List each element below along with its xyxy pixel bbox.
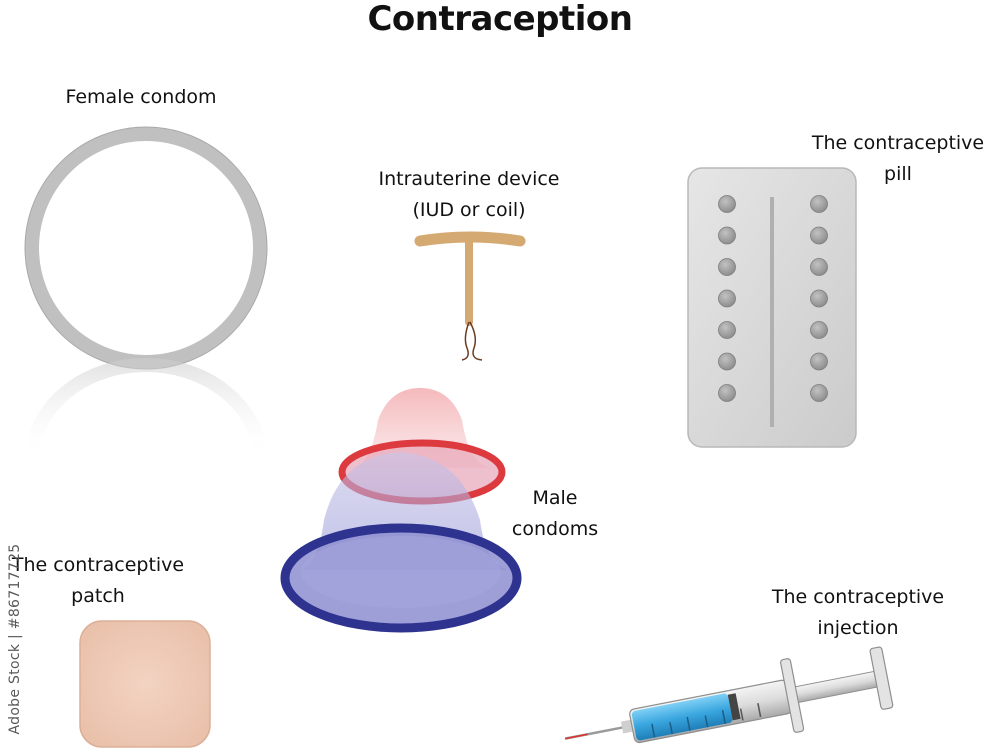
pill-dot (810, 352, 828, 371)
pill-blister-icon (687, 167, 857, 448)
pill-label-line2: pill (884, 163, 912, 185)
pill-label-line1: The contraceptive (811, 132, 985, 154)
pill-dot (718, 289, 736, 308)
iud-label-line2: (IUD or coil) (412, 199, 526, 221)
pill-dot (718, 195, 736, 213)
female-condom-icon (24, 126, 268, 461)
male-condoms-label-line2: condoms (511, 518, 599, 540)
pill-dot (718, 258, 736, 276)
pill-dot (718, 384, 736, 402)
pill-dot (810, 321, 828, 339)
iud-icon (414, 231, 526, 361)
injection-label-line2: injection (817, 617, 899, 639)
page-title: Contraception (367, 0, 633, 39)
pill-dot (810, 226, 828, 245)
pill-dot (810, 258, 828, 276)
syringe-icon (564, 646, 894, 744)
pill-dot (718, 226, 736, 245)
male-condoms-label-line1: Male (532, 487, 578, 509)
stock-watermark: Adobe Stock | #86717725 (7, 543, 23, 735)
iud-label-line1: Intrauterine device (378, 168, 560, 190)
pill-dot (718, 352, 736, 371)
patch-icon (79, 620, 211, 748)
patch-label-line1: The contraceptive (11, 554, 185, 576)
female-condom-label: Female condom (65, 86, 217, 108)
pill-dot (718, 321, 736, 339)
patch-label-line2: patch (71, 585, 125, 607)
pill-dot (810, 195, 828, 213)
pill-dot (810, 384, 828, 402)
pill-dot (810, 289, 828, 308)
injection-label-line1: The contraceptive (771, 586, 945, 608)
